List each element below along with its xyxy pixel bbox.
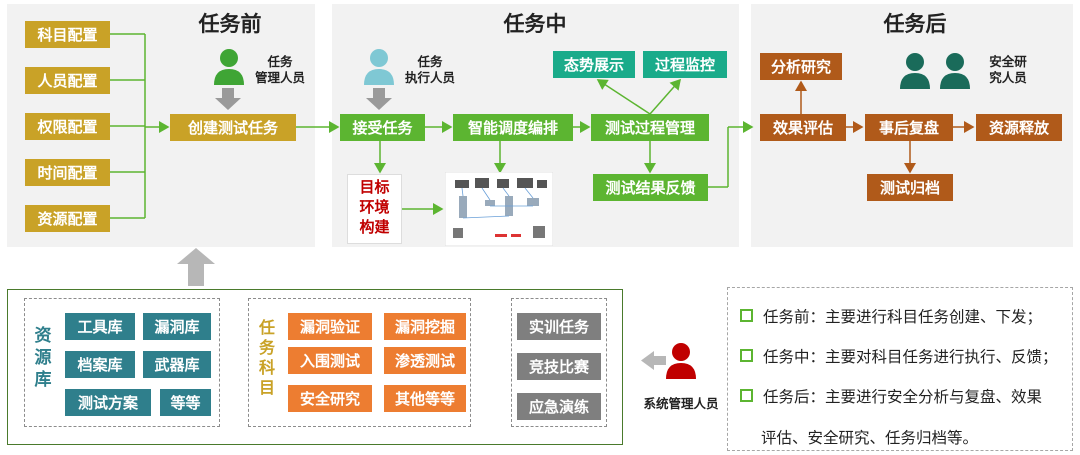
person-icon-researchers [900,53,970,89]
sys-admin-label: 系统管理人员 [643,396,719,411]
researcher-label-2: 究人员 [989,70,1027,85]
manager-label-1: 任务 [267,54,293,69]
config-subject: 科目配置 [25,21,110,48]
note-before: 任务前：主要进行科目任务创建、下发； [740,305,1042,327]
process-monitor: 过程监控 [643,51,727,78]
config-personnel: 人员配置 [25,67,110,94]
shortlist-test: 入围测试 [288,347,372,374]
archive-library: 档案库 [65,351,135,378]
test-plan: 测试方案 [65,389,151,416]
network-topology-image [445,172,553,246]
notes-box: 任务前：主要进行科目任务创建、下发； 任务中：主要对科目任务进行执行、反馈； 任… [727,287,1073,451]
security-research: 安全研究 [288,385,372,412]
vuln-verify: 漏洞验证 [288,313,372,340]
bullet-square-icon [740,349,753,362]
etc-item: 等等 [160,389,211,416]
training-task: 实训任务 [517,313,601,340]
subjects-group [248,298,471,427]
target-env-label: 目标 环境 构建 [359,178,390,236]
note-after-cont: 评估、安全研究、任务归档等。 [761,426,978,448]
weapon-library: 武器库 [143,351,211,378]
note-after-text: 任务后：主要进行安全分析与复盘、效果 [763,388,1043,406]
person-icon-executor [364,49,394,85]
resource-lib-title: 资 源 库 [34,326,52,390]
manager-label-2: 管理人员 [254,70,305,85]
bullet-square-icon [740,309,753,322]
person-icon-manager [214,49,244,85]
emergency-drill: 应急演练 [517,393,601,420]
pentest: 渗透测试 [384,347,466,374]
config-time: 时间配置 [25,159,110,186]
others-etc: 其他等等 [384,385,466,412]
config-resource: 资源配置 [25,205,110,232]
person-icon-sys-admin [666,343,696,379]
resource-release: 资源释放 [976,114,1062,141]
analysis-research: 分析研究 [760,53,842,80]
tool-library: 工具库 [65,313,135,340]
panel-title-after: 任务后 [883,12,947,36]
post-review: 事后复盘 [865,114,953,141]
note-during-text: 任务中：主要对科目任务进行执行、反馈； [763,348,1058,366]
note-after: 任务后：主要进行安全分析与复盘、效果 [740,385,1042,407]
resource-lib-group [24,298,220,427]
note-after-cont-text: 评估、安全研究、任务归档等。 [761,429,979,447]
competition: 竞技比赛 [517,353,601,380]
executor-label-1: 任务 [417,54,443,69]
panel-title-before: 任务前 [198,12,262,36]
subjects-title: 任 务 科 目 [258,318,275,397]
test-archive: 测试归档 [867,174,953,201]
note-before-text: 任务前：主要进行科目任务创建、下发； [763,308,1043,326]
note-during: 任务中：主要对科目任务进行执行、反馈； [740,345,1058,367]
panel-title-during: 任务中 [503,12,567,36]
situation-display: 态势展示 [553,51,635,78]
vuln-mining: 漏洞挖掘 [384,313,466,340]
test-result-feedback: 测试结果反馈 [593,174,708,201]
executor-label-2: 执行人员 [404,70,455,85]
effect-evaluation: 效果评估 [760,114,846,141]
accept-task: 接受任务 [340,114,425,141]
activities-group [511,298,607,427]
smart-scheduling: 智能调度编排 [453,114,573,141]
config-permission: 权限配置 [25,113,110,140]
test-process-mgmt: 测试过程管理 [591,114,709,141]
bottom-container [7,289,623,445]
target-env-box [347,174,402,244]
vuln-library: 漏洞库 [143,313,211,340]
researcher-label-1: 安全研 [989,54,1027,69]
create-test-task: 创建测试任务 [170,114,296,141]
bullet-square-icon [740,389,753,402]
